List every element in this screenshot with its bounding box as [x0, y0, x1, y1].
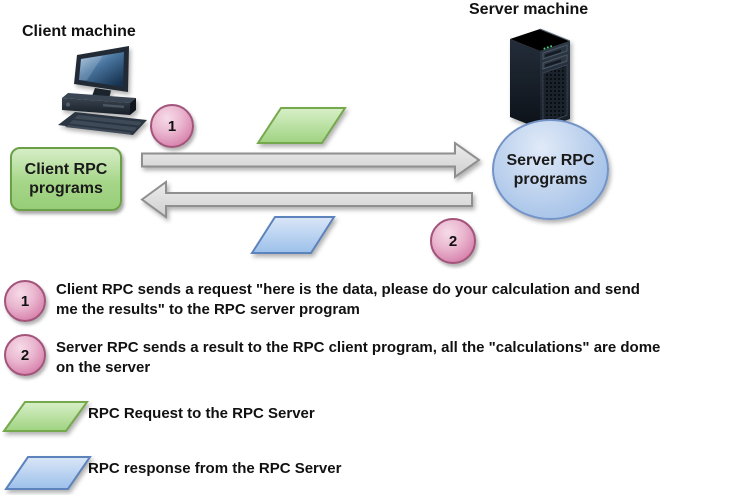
- legend-request-text: RPC Request to the RPC Server: [88, 405, 315, 422]
- desktop-computer-icon: [58, 46, 147, 135]
- response-left-arrow: [140, 180, 473, 219]
- server-tower-icon: [510, 28, 571, 129]
- legend-request-parallelogram-icon: [2, 401, 89, 432]
- request-parallelogram-icon: [256, 107, 347, 144]
- client-machine-label: Client machine: [22, 23, 136, 40]
- response-parallelogram-icon: [250, 216, 336, 254]
- step-1-badge: 1: [150, 104, 194, 148]
- request-right-arrow: [141, 141, 481, 179]
- legend-step-1-badge: 1: [4, 280, 46, 322]
- server-rpc-programs-circle: Server RPC programs: [492, 119, 609, 220]
- legend-step-2-badge: 2: [4, 334, 46, 376]
- legend-response-parallelogram-icon: [4, 456, 92, 490]
- client-rpc-programs-box: Client RPC programs: [10, 147, 122, 211]
- server-machine-label: Server machine: [469, 1, 589, 18]
- step-2-badge: 2: [430, 218, 476, 264]
- legend-step-1-text: Client RPC sends a request "here is the …: [56, 281, 640, 318]
- legend-step-2-text: Server RPC sends a result to the RPC cli…: [56, 339, 661, 376]
- legend-response-text: RPC response from the RPC Server: [88, 460, 342, 477]
